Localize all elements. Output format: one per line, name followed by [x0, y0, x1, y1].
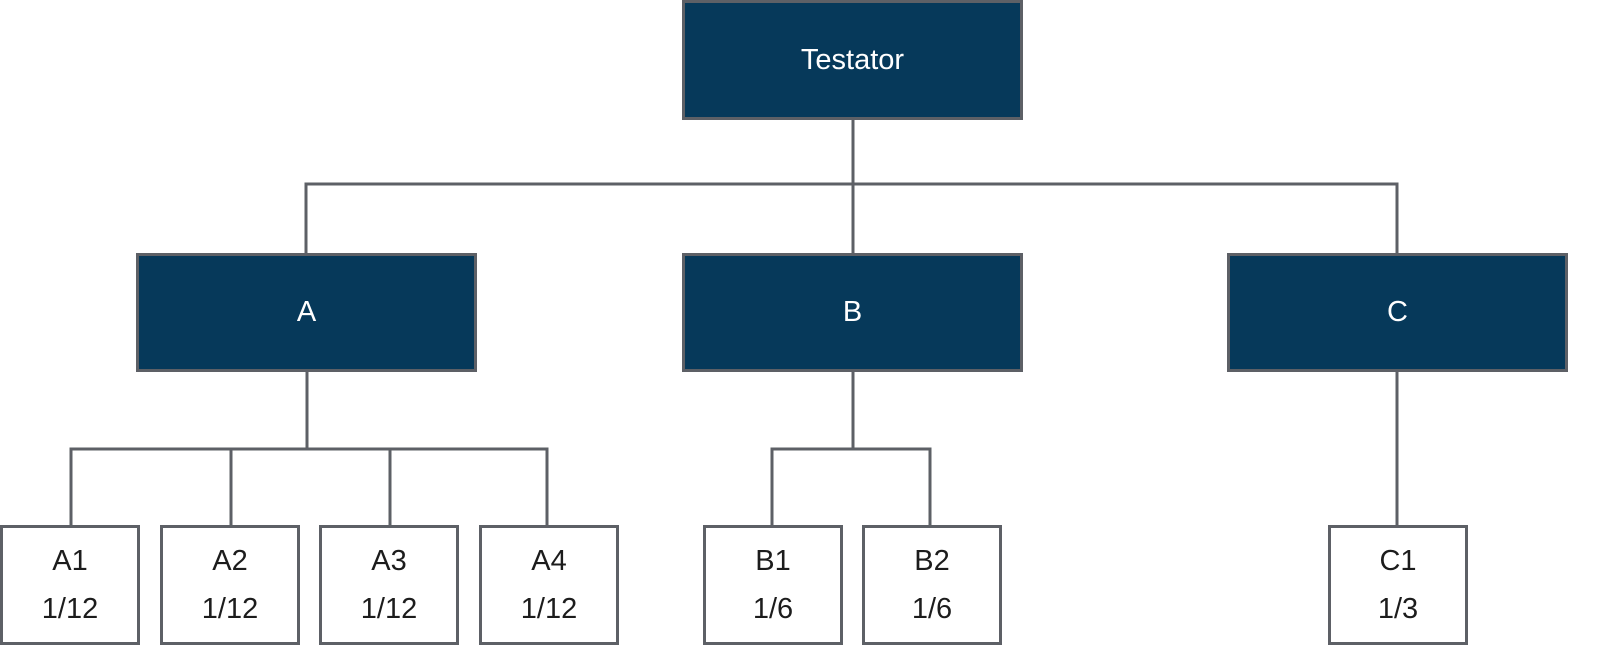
node-c: C — [1227, 253, 1568, 372]
node-a4-label: A4 — [531, 545, 567, 577]
node-a2: A2 1/12 — [160, 525, 300, 645]
node-testator-label: Testator — [800, 43, 905, 76]
node-a1-share: 1/12 — [41, 593, 99, 625]
node-b: B — [682, 253, 1023, 372]
node-c1: C1 1/3 — [1328, 525, 1468, 645]
node-b-label: B — [842, 296, 863, 328]
node-a3-label: A3 — [371, 545, 407, 577]
node-b2: B2 1/6 — [862, 525, 1002, 645]
node-a: A — [136, 253, 477, 372]
node-a4-share: 1/12 — [520, 593, 578, 625]
node-a2-label: A2 — [212, 545, 248, 577]
node-b1-share: 1/6 — [752, 593, 794, 625]
node-a3-share: 1/12 — [360, 593, 418, 625]
node-a-label: A — [296, 296, 317, 328]
node-b1-label: B1 — [755, 545, 791, 577]
node-b2-label: B2 — [914, 545, 950, 577]
node-a4: A4 1/12 — [479, 525, 619, 645]
node-b2-share: 1/6 — [911, 593, 953, 625]
node-a3: A3 1/12 — [319, 525, 459, 645]
node-c1-label: C1 — [1379, 545, 1417, 577]
node-c1-share: 1/3 — [1377, 593, 1419, 625]
node-a2-share: 1/12 — [201, 593, 259, 625]
node-b1: B1 1/6 — [703, 525, 843, 645]
node-a1-label: A1 — [52, 545, 88, 577]
node-testator: Testator — [682, 0, 1023, 120]
node-c-label: C — [1387, 296, 1408, 328]
node-a1: A1 1/12 — [0, 525, 140, 645]
